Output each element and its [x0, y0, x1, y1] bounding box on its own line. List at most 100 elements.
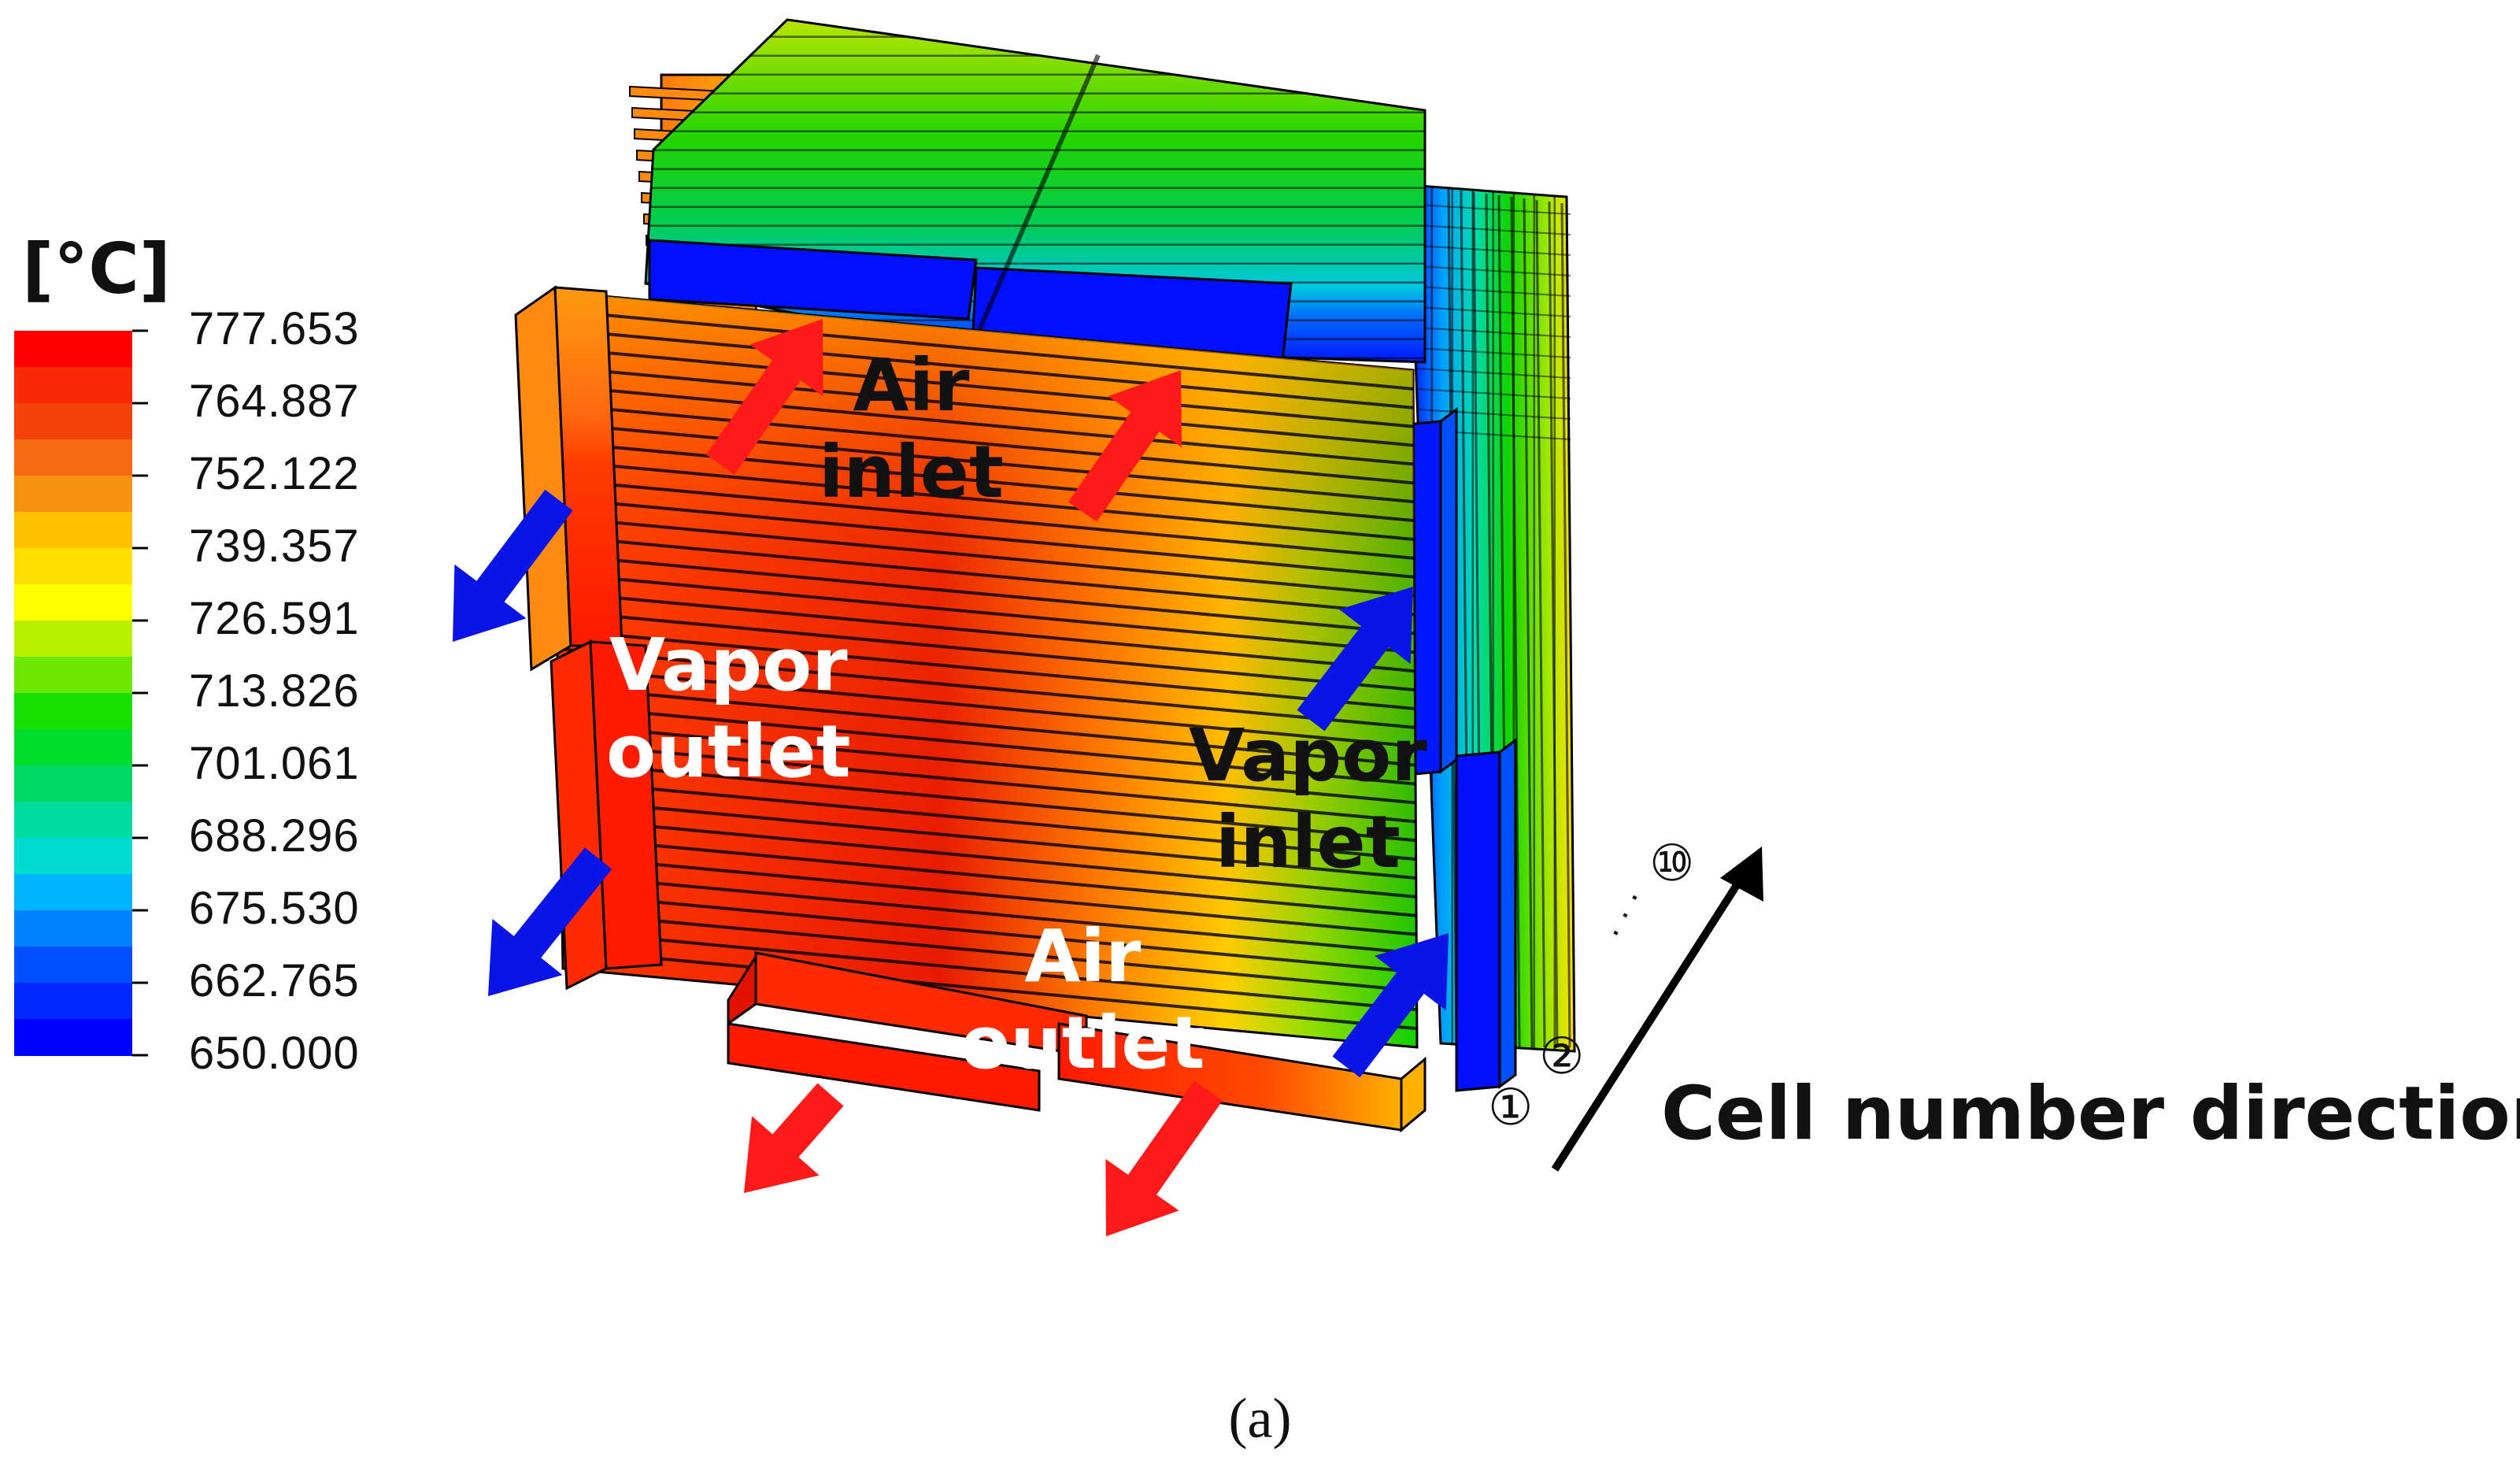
- legend-color-band: [14, 729, 132, 766]
- right-fin-line: [1548, 201, 1559, 1048]
- cell-edge-line: [560, 816, 1417, 898]
- cell-edge-line: [558, 722, 1416, 805]
- figure-caption: (a): [1228, 1387, 1292, 1450]
- cell-edge-line: [561, 891, 1417, 974]
- vapor-outlet-line1: Vapor: [609, 623, 848, 707]
- cell-edge-line: [562, 948, 1418, 1031]
- right-fin-rib: [1416, 388, 1571, 399]
- legend-color-band: [14, 983, 132, 1020]
- cell-edge-line: [556, 591, 1415, 673]
- vapor-inlet-line1: Vapor: [1189, 713, 1427, 798]
- vapor-outlet-label: Vapor outlet: [606, 622, 851, 796]
- cell-edge-line: [552, 346, 1414, 428]
- cell-edge-line: [556, 572, 1415, 654]
- right-fin-rib: [1416, 245, 1571, 256]
- cell-edge-line: [553, 440, 1415, 523]
- legend-color-band: [14, 476, 132, 513]
- cell-edge-line: [561, 873, 1417, 955]
- bottom-manifolds: [727, 951, 1427, 1133]
- cell-edge-line: [561, 910, 1417, 993]
- legend-color-band: [14, 947, 132, 984]
- cell-edge-line: [561, 854, 1417, 936]
- right-fin-rib: [1416, 327, 1571, 338]
- cell-edge-line: [559, 760, 1416, 843]
- cell-edge-line: [558, 741, 1416, 824]
- legend-tick-label: 777.653: [189, 303, 360, 354]
- cell-edge-line: [551, 327, 1414, 409]
- cell-direction-arrow: [1551, 847, 1763, 1172]
- right-fin-rib: [1416, 265, 1571, 276]
- air-outlet-line1: Air: [1024, 914, 1142, 998]
- vapor-outlet-arrow: [453, 489, 573, 642]
- left-manifolds: [514, 285, 663, 991]
- cell-last-number: ⑩: [1649, 835, 1695, 893]
- right-fin-rib: [1416, 409, 1571, 420]
- cell-edge-line: [553, 402, 1415, 485]
- legend-color-band: [14, 367, 132, 404]
- legend-color-band: [14, 838, 132, 875]
- legend-color-band: [14, 403, 132, 440]
- legend-tick-label: 752.122: [189, 448, 360, 499]
- right-fin-rib: [1416, 224, 1571, 235]
- cell-edge-line: [553, 421, 1415, 504]
- legend-tick-label: 739.357: [189, 521, 360, 572]
- legend-tick-label: 688.296: [189, 810, 360, 861]
- cell-edge-line: [555, 553, 1415, 635]
- cell-edge-line: [557, 647, 1415, 729]
- legend-tick-label: 650.000: [189, 1028, 360, 1079]
- right-fin-line: [1535, 199, 1546, 1048]
- legend-tick-label: 726.591: [189, 593, 360, 644]
- right-fin-line: [1560, 202, 1571, 1048]
- air-inlet-line1: Air: [853, 343, 970, 428]
- air-inlet-line2: inlet: [819, 430, 1004, 515]
- right-fin-rib: [1416, 368, 1571, 379]
- legend-color-band: [14, 693, 132, 730]
- cell-edge-line: [557, 684, 1416, 767]
- cell-edge-line: [553, 459, 1415, 541]
- cell-edge-line: [552, 365, 1414, 447]
- right-fin-rib: [1416, 306, 1571, 317]
- cell-first-number: ①: [1488, 1079, 1534, 1137]
- legend-unit: [°C]: [22, 228, 172, 309]
- vapor-inlet-arrow: [1297, 587, 1413, 732]
- air-outlet-line2: outlet: [960, 1001, 1205, 1086]
- legend-tick-label: 662.765: [189, 955, 360, 1006]
- air-inlet-arrow: [705, 319, 823, 475]
- right-fin-line: [1523, 198, 1534, 1048]
- air-outlet-label: Air outlet: [960, 913, 1205, 1087]
- right-fin-line: [1510, 196, 1521, 1048]
- flow-arrows: [453, 319, 1449, 1236]
- legend-color-band: [14, 548, 132, 585]
- cell-edge-line: [553, 477, 1415, 560]
- cell-edge-line: [554, 496, 1415, 579]
- vapor-outlet-line2: outlet: [606, 710, 851, 795]
- legend-tick-label: 675.530: [189, 883, 360, 934]
- legend-color-band: [14, 621, 132, 658]
- vapor-outlet-arrow: [488, 847, 612, 996]
- legend-color-band: [14, 331, 132, 368]
- cell-edge-line: [552, 383, 1414, 466]
- legend-color-band: [14, 512, 132, 549]
- cell-edge-line: [557, 703, 1416, 786]
- cell-edge-line: [556, 609, 1415, 692]
- right-fin-rib: [1416, 347, 1571, 358]
- vapor-inlet-label: Vapor inlet: [1189, 713, 1427, 887]
- legend-tick-label: 701.061: [189, 738, 360, 789]
- air-outlet-arrow: [1105, 1080, 1223, 1236]
- legend-tick-label: 764.887: [189, 376, 360, 427]
- cell-direction-label: Cell number direction: [1661, 1071, 2520, 1157]
- legend-color-band: [14, 802, 132, 839]
- cell-edge-line: [557, 665, 1415, 748]
- air-inlet-label: Air inlet: [819, 343, 1004, 517]
- legend-color-band: [14, 874, 132, 911]
- stack-front-face: [550, 290, 1419, 1049]
- air-inlet-arrow: [1068, 370, 1182, 522]
- cell-edge-line: [560, 798, 1416, 880]
- color-legend-bar: [14, 329, 148, 1057]
- legend-color-band: [14, 584, 132, 621]
- legend-color-band: [14, 657, 132, 694]
- cell-edge-line: [560, 835, 1417, 917]
- cell-edge-line: [557, 628, 1415, 710]
- cell-edge-line: [559, 779, 1416, 861]
